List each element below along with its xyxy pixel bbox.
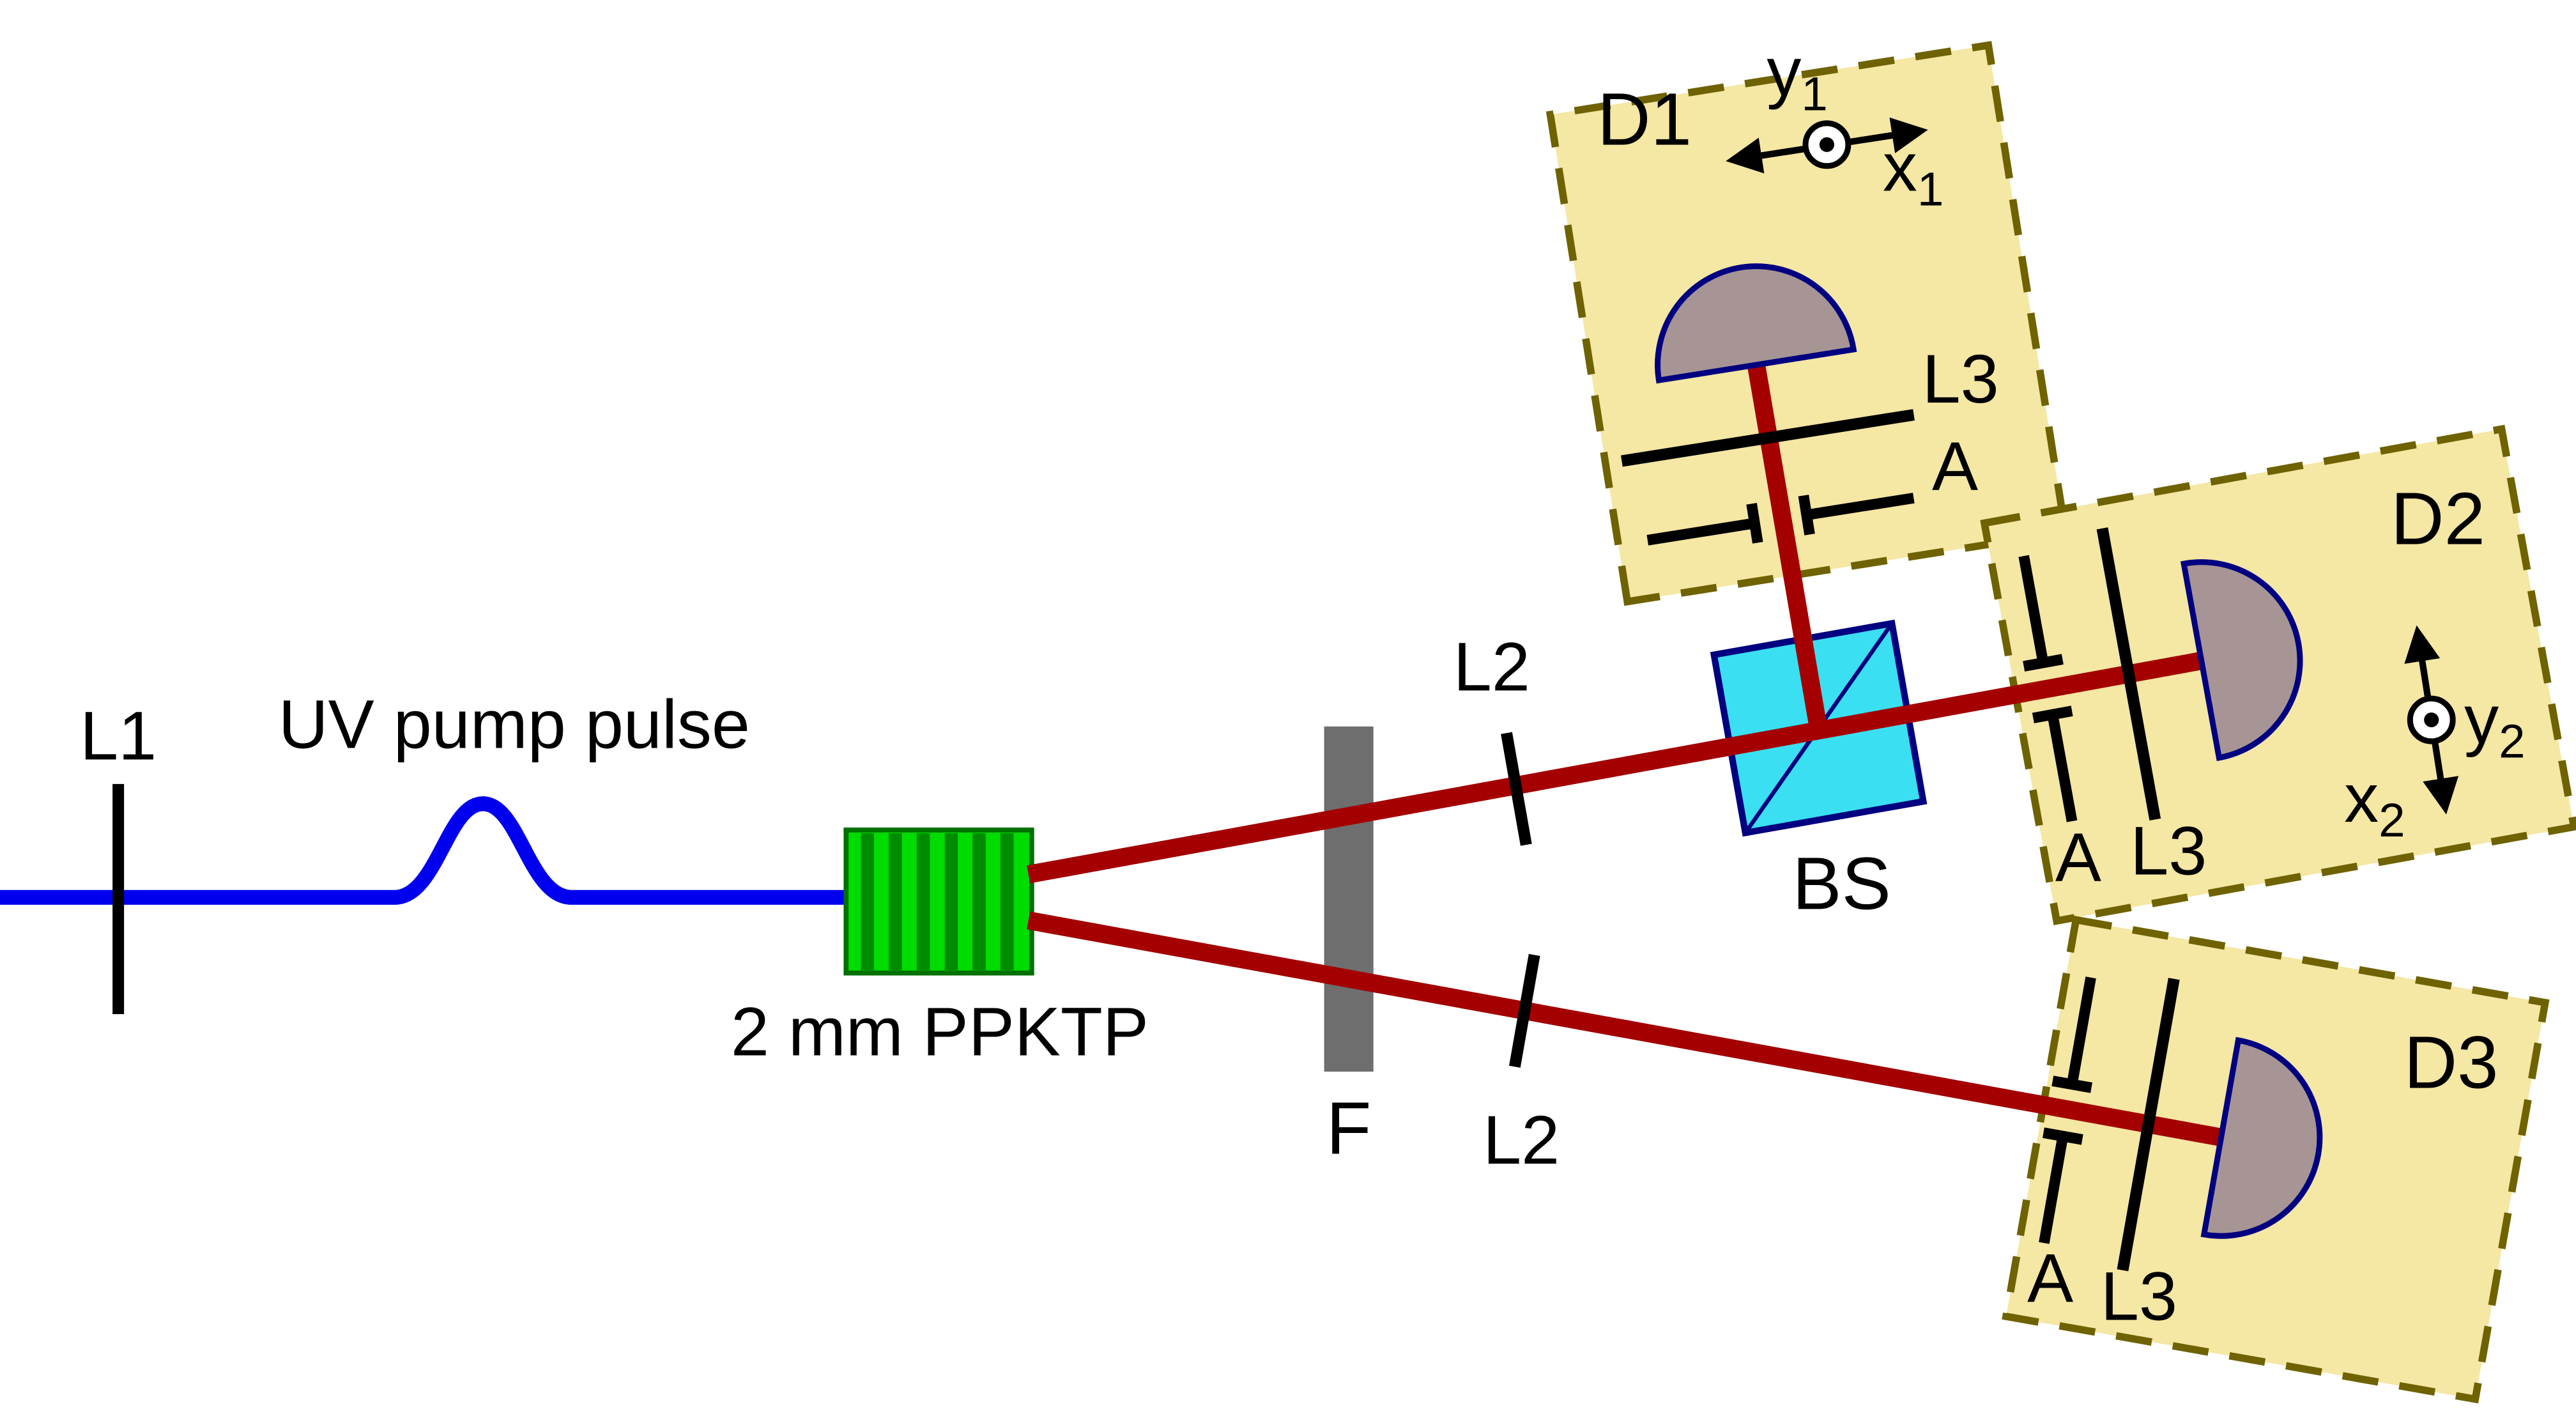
- pump-beam: [0, 796, 855, 905]
- axes-d1: [1726, 117, 1928, 174]
- lens-l3-d2: [2096, 527, 2161, 821]
- aperture-a-d3: [2039, 976, 2096, 1244]
- aperture-a-d3-label: A: [2027, 1239, 2073, 1316]
- photon-beam-reflected-d1: [1747, 363, 1828, 732]
- crystal-ppktp: [843, 828, 1034, 976]
- axis-x1-label: x1: [1883, 128, 1943, 215]
- lens-l3-d2-label: L3: [2130, 812, 2207, 889]
- axes-d2: [2404, 625, 2459, 815]
- lens-l2-lower: [1508, 953, 1540, 1068]
- pump-pulse-label: UV pump pulse: [279, 685, 750, 762]
- photon-beam-upper: [1027, 652, 2204, 884]
- lens-l3-d1-label: L3: [1922, 340, 1999, 417]
- aperture-a-d1: [1646, 493, 1915, 546]
- detector-d3-label: D3: [2404, 1021, 2499, 1104]
- detector-sensor-d3: [2200, 1036, 2323, 1239]
- photon-beam-lower: [1027, 911, 2223, 1146]
- crystal-label: 2 mm PPKTP: [731, 992, 1149, 1070]
- lens-l2-upper: [1501, 732, 1532, 846]
- aperture-a-d2-label: A: [2055, 819, 2101, 896]
- beamsplitter-label: BS: [1792, 842, 1890, 925]
- detector-sensor-d2: [2180, 559, 2303, 762]
- aperture-a-d2: [2018, 555, 2078, 822]
- filter-f: [1324, 726, 1374, 1072]
- filter-label: F: [1326, 1087, 1372, 1170]
- lens-l3-d3: [2117, 978, 2180, 1272]
- aperture-a-d1-label: A: [1932, 427, 1978, 504]
- lens-l1-label: L1: [80, 697, 157, 774]
- detector-optics-d2: [2018, 527, 2303, 822]
- detector-optics-d1: [1620, 263, 1915, 546]
- detector-optics-d3: [2039, 976, 2323, 1272]
- detector-d1-label: D1: [1597, 77, 1692, 160]
- axis-x2-label: x2: [2344, 759, 2405, 847]
- lens-l2-upper-label: L2: [1453, 628, 1530, 705]
- axis-out-of-plane-dot-d1: [1819, 137, 1834, 152]
- axis-out-of-plane-dot-d2: [2424, 712, 2439, 728]
- detector-sensor-d1: [1655, 263, 1857, 384]
- axis-y1-label: y1: [1767, 33, 1827, 120]
- axis-y2-label: y2: [2464, 681, 2525, 768]
- detector-d2-label: D2: [2391, 477, 2485, 560]
- lens-l3-d1: [1620, 409, 1915, 467]
- lens-l3-d3-label: L3: [2101, 1257, 2177, 1334]
- lens-l2-lower-label: L2: [1483, 1101, 1560, 1178]
- crystal-stripes: [861, 833, 1014, 972]
